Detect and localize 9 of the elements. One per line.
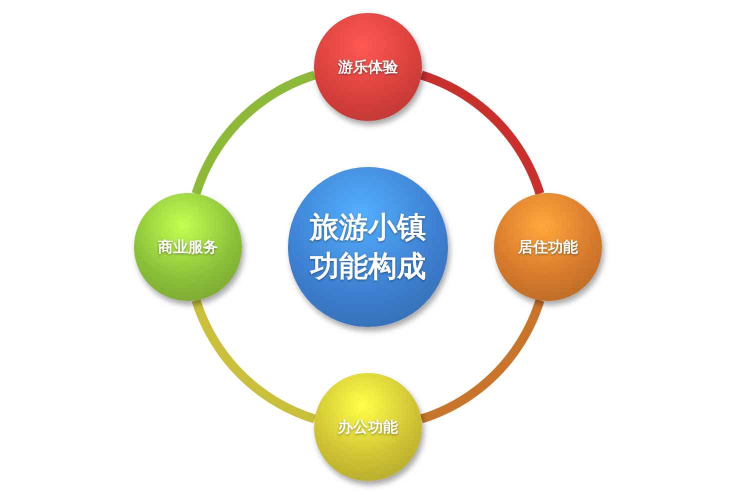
ring-connector: [420, 70, 544, 195]
node-label: 办公功能: [338, 416, 398, 438]
node-label: 游乐体验: [338, 56, 398, 78]
node-label: 商业服务: [158, 236, 218, 258]
node-label: 居住功能: [518, 236, 578, 258]
ring-connector: [192, 70, 316, 195]
ring-connector: [420, 299, 544, 424]
ring-connector: [192, 299, 316, 424]
node-label: 旅游小镇功能构成: [308, 208, 427, 285]
